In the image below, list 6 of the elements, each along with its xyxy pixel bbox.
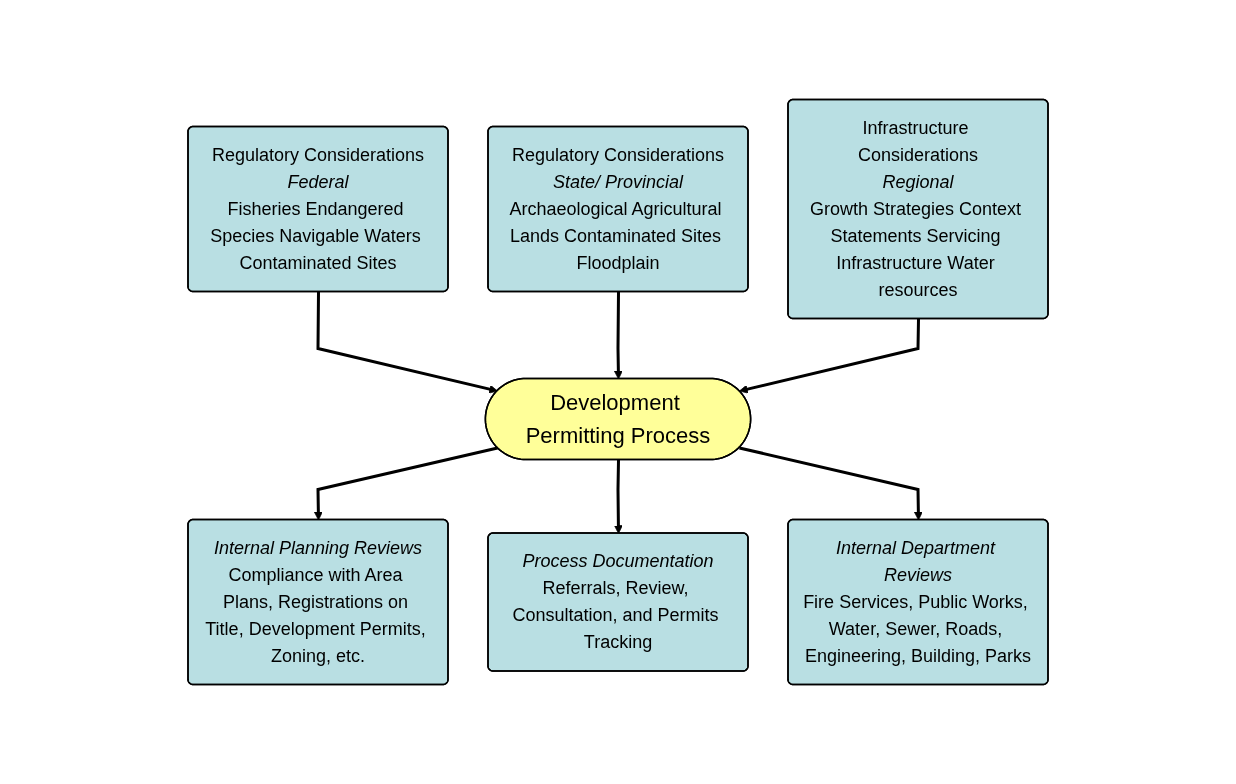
arrow xyxy=(739,446,923,521)
arrow xyxy=(739,318,920,394)
arrow xyxy=(613,292,623,380)
arrow xyxy=(316,292,498,394)
arrow xyxy=(313,446,498,521)
arrow xyxy=(614,459,623,534)
